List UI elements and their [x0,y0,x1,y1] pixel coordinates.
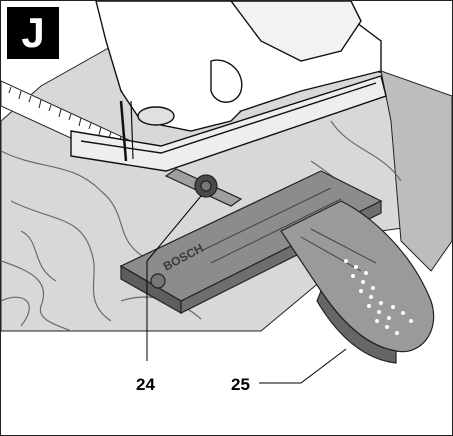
panel-letter-box [7,7,59,59]
callout-24: 24 [136,375,155,394]
callout-25: 25 [231,375,250,394]
panel-letter: J [21,9,45,56]
leader-24 [146,195,202,361]
wood-panel-side [380,70,452,272]
jigsaw-body [70,1,387,172]
parallel-guide [119,168,435,364]
callout-leaders [146,195,347,384]
leader-25 [259,348,347,384]
